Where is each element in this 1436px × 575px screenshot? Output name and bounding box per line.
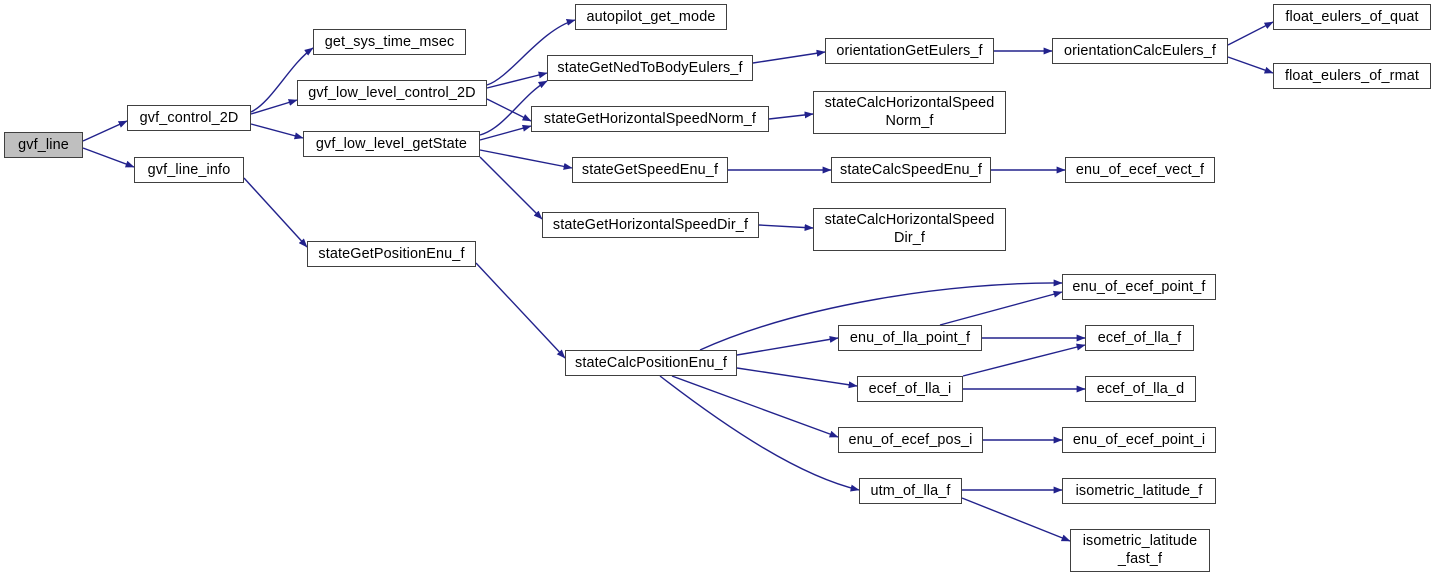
graph-node-ecef_of_lla_d[interactable]: ecef_of_lla_d [1085,376,1196,402]
graph-edge-stateCalcPositionEnu_f-to-ecef_of_lla_i [736,367,858,389]
graph-node-enu_of_ecef_point_i[interactable]: enu_of_ecef_point_i [1062,427,1216,453]
graph-edge-stateGetNedToBodyEulers_f-to-orientationGetEulers_f [752,49,826,64]
graph-edge-gvf_low_level_getState-to-stateGetHorizontalSpeedNorm_f [479,124,532,141]
graph-node-stateCalcPositionEnu_f[interactable]: stateCalcPositionEnu_f [565,350,737,376]
graph-node-stateCalcSpeedEnu_f[interactable]: stateCalcSpeedEnu_f [831,157,991,183]
graph-node-get_sys_time_msec[interactable]: get_sys_time_msec [313,29,466,55]
graph-node-enu_of_ecef_pos_i[interactable]: enu_of_ecef_pos_i [838,427,983,453]
graph-node-autopilot_get_mode[interactable]: autopilot_get_mode [575,4,727,30]
graph-edge-gvf_control_2D-to-gvf_low_level_getState [250,123,304,140]
graph-edge-utm_of_lla_f-to-isometric_latitude_fast_f [961,497,1071,542]
graph-edge-gvf_control_2D-to-gvf_low_level_control_2D [250,99,298,115]
graph-node-enu_of_lla_point_f[interactable]: enu_of_lla_point_f [838,325,982,351]
graph-node-gvf_control_2D[interactable]: gvf_control_2D [127,105,251,131]
graph-node-stateCalcHorizontalSpeedDir_f[interactable]: stateCalcHorizontalSpeed Dir_f [813,208,1006,251]
graph-node-isometric_latitude_f[interactable]: isometric_latitude_f [1062,478,1216,504]
graph-node-enu_of_ecef_point_f[interactable]: enu_of_ecef_point_f [1062,274,1216,300]
graph-edge-stateCalcPositionEnu_f-to-enu_of_lla_point_f [736,335,839,356]
graph-edge-gvf_line-to-gvf_control_2D [82,120,128,142]
graph-node-stateCalcHorizontalSpeedNorm_f[interactable]: stateCalcHorizontalSpeed Norm_f [813,91,1006,134]
graph-edge-orientationCalcEulers_f-to-float_eulers_of_quat [1227,21,1274,46]
graph-node-utm_of_lla_f[interactable]: utm_of_lla_f [859,478,962,504]
graph-edge-orientationCalcEulers_f-to-float_eulers_of_rmat [1227,56,1274,74]
graph-edge-enu_of_lla_point_f-to-enu_of_ecef_point_f [939,290,1063,326]
graph-node-float_eulers_of_quat[interactable]: float_eulers_of_quat [1273,4,1431,30]
graph-node-stateGetHorizontalSpeedNorm_f[interactable]: stateGetHorizontalSpeedNorm_f [531,106,769,132]
graph-node-gvf_line[interactable]: gvf_line [4,132,83,158]
graph-node-stateGetHorizontalSpeedDir_f[interactable]: stateGetHorizontalSpeedDir_f [542,212,759,238]
graph-edge-gvf_low_level_getState-to-stateGetSpeedEnu_f [479,149,573,170]
graph-edge-gvf_line-to-gvf_line_info [82,147,135,168]
graph-edge-gvf_low_level_control_2D-to-stateGetNedToBodyEulers_f [486,71,548,89]
graph-node-gvf_low_level_getState[interactable]: gvf_low_level_getState [303,131,480,157]
graph-node-stateGetSpeedEnu_f[interactable]: stateGetSpeedEnu_f [572,157,728,183]
graph-node-enu_of_ecef_vect_f[interactable]: enu_of_ecef_vect_f [1065,157,1215,183]
graph-edge-stateGetHorizontalSpeedDir_f-to-stateCalcHorizontalSpeedDir_f [758,224,814,232]
graph-node-float_eulers_of_rmat[interactable]: float_eulers_of_rmat [1273,63,1431,89]
graph-edge-gvf_low_level_getState-to-stateGetHorizontalSpeedDir_f [479,156,543,220]
graph-edge-stateCalcPositionEnu_f-to-enu_of_ecef_pos_i [671,375,839,438]
graph-node-ecef_of_lla_i[interactable]: ecef_of_lla_i [857,376,963,402]
graph-node-orientationCalcEulers_f[interactable]: orientationCalcEulers_f [1052,38,1228,64]
graph-node-gvf_low_level_control_2D[interactable]: gvf_low_level_control_2D [297,80,487,106]
graph-edge-stateGetHorizontalSpeedNorm_f-to-stateCalcHorizontalSpeedNorm_f [768,111,814,120]
graph-node-ecef_of_lla_f[interactable]: ecef_of_lla_f [1085,325,1194,351]
graph-edge-stateCalcPositionEnu_f-to-utm_of_lla_f [659,375,860,492]
graph-edge-gvf_low_level_control_2D-to-stateGetHorizontalSpeedNorm_f [486,98,532,122]
graph-node-stateGetNedToBodyEulers_f[interactable]: stateGetNedToBodyEulers_f [547,55,753,81]
graph-edge-gvf_line_info-to-stateGetPositionEnu_f [243,177,308,248]
graph-edge-stateGetPositionEnu_f-to-stateCalcPositionEnu_f [475,262,566,359]
graph-node-stateGetPositionEnu_f[interactable]: stateGetPositionEnu_f [307,241,476,267]
graph-node-gvf_line_info[interactable]: gvf_line_info [134,157,244,183]
graph-node-orientationGetEulers_f[interactable]: orientationGetEulers_f [825,38,994,64]
graph-node-isometric_latitude_fast_f[interactable]: isometric_latitude _fast_f [1070,529,1210,572]
